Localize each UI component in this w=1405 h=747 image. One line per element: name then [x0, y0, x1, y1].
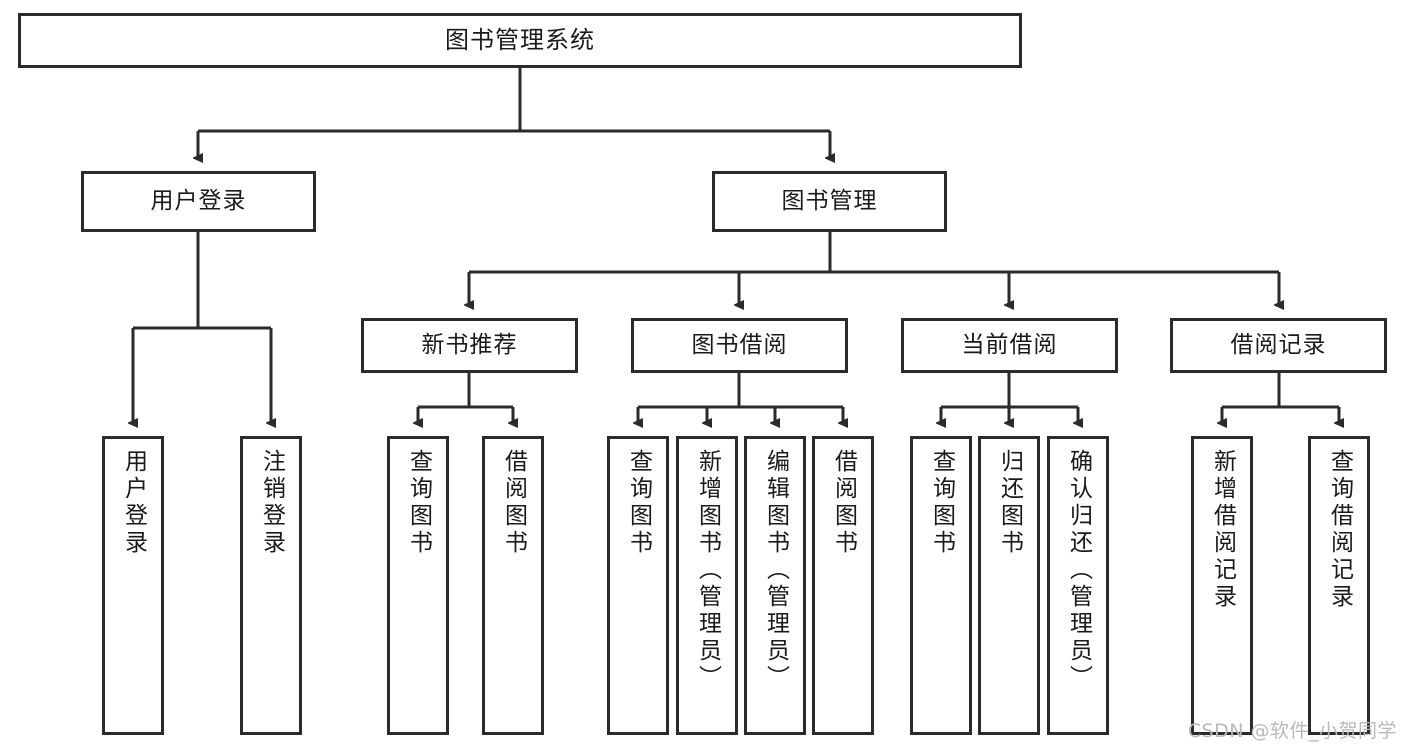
- node-leaf-borrow-book-1-label: 借阅图书: [500, 449, 527, 557]
- node-leaf-query-book-3[interactable]: 查询图书: [910, 436, 972, 735]
- node-new-book-recommend[interactable]: 新书推荐: [361, 318, 578, 373]
- node-book-manage[interactable]: 图书管理: [712, 171, 947, 232]
- node-leaf-logout-login-label: 注销登录: [258, 449, 285, 557]
- node-root-system[interactable]: 图书管理系统: [18, 13, 1022, 68]
- node-leaf-query-record-label: 查询借阅记录: [1326, 449, 1353, 611]
- node-book-manage-label: 图书管理: [781, 187, 878, 214]
- node-user-login-label: 用户登录: [150, 187, 247, 214]
- node-leaf-query-book-1[interactable]: 查询图书: [387, 436, 449, 735]
- node-current-borrow[interactable]: 当前借阅: [901, 318, 1118, 373]
- node-leaf-add-book[interactable]: 新增图书（管理员）: [676, 436, 738, 735]
- node-leaf-query-book-3-label: 查询图书: [928, 449, 955, 557]
- node-leaf-add-record[interactable]: 新增借阅记录: [1191, 436, 1253, 735]
- node-leaf-user-login[interactable]: 用户登录: [102, 436, 164, 735]
- node-leaf-user-login-label: 用户登录: [120, 449, 147, 557]
- node-leaf-query-book-2[interactable]: 查询图书: [607, 436, 669, 735]
- watermark-text: CSDN @软件_小贺同学: [1187, 720, 1397, 742]
- node-leaf-logout-login[interactable]: 注销登录: [240, 436, 302, 735]
- node-user-login[interactable]: 用户登录: [81, 171, 316, 232]
- node-book-borrow[interactable]: 图书借阅: [631, 318, 848, 373]
- node-current-borrow-label: 当前借阅: [961, 331, 1058, 358]
- node-borrow-record-label: 借阅记录: [1230, 331, 1327, 358]
- node-leaf-return-book-label: 归还图书: [996, 449, 1023, 557]
- node-new-book-recommend-label: 新书推荐: [421, 331, 518, 358]
- node-leaf-borrow-book-2[interactable]: 借阅图书: [812, 436, 874, 735]
- node-leaf-query-record[interactable]: 查询借阅记录: [1308, 436, 1370, 735]
- node-leaf-edit-book-label: 编辑图书（管理员）: [762, 449, 789, 692]
- node-leaf-confirm-return[interactable]: 确认归还（管理员）: [1047, 436, 1109, 735]
- node-leaf-edit-book[interactable]: 编辑图书（管理员）: [744, 436, 806, 735]
- node-root-system-label: 图书管理系统: [445, 26, 595, 55]
- node-book-borrow-label: 图书借阅: [691, 331, 788, 358]
- node-leaf-query-book-2-label: 查询图书: [625, 449, 652, 557]
- node-leaf-query-book-1-label: 查询图书: [405, 449, 432, 557]
- node-leaf-add-record-label: 新增借阅记录: [1209, 449, 1236, 611]
- node-leaf-confirm-return-label: 确认归还（管理员）: [1065, 449, 1092, 692]
- node-leaf-borrow-book-1[interactable]: 借阅图书: [482, 436, 544, 735]
- node-leaf-borrow-book-2-label: 借阅图书: [830, 449, 857, 557]
- node-leaf-return-book[interactable]: 归还图书: [978, 436, 1040, 735]
- node-leaf-add-book-label: 新增图书（管理员）: [694, 449, 721, 692]
- node-borrow-record[interactable]: 借阅记录: [1170, 318, 1387, 373]
